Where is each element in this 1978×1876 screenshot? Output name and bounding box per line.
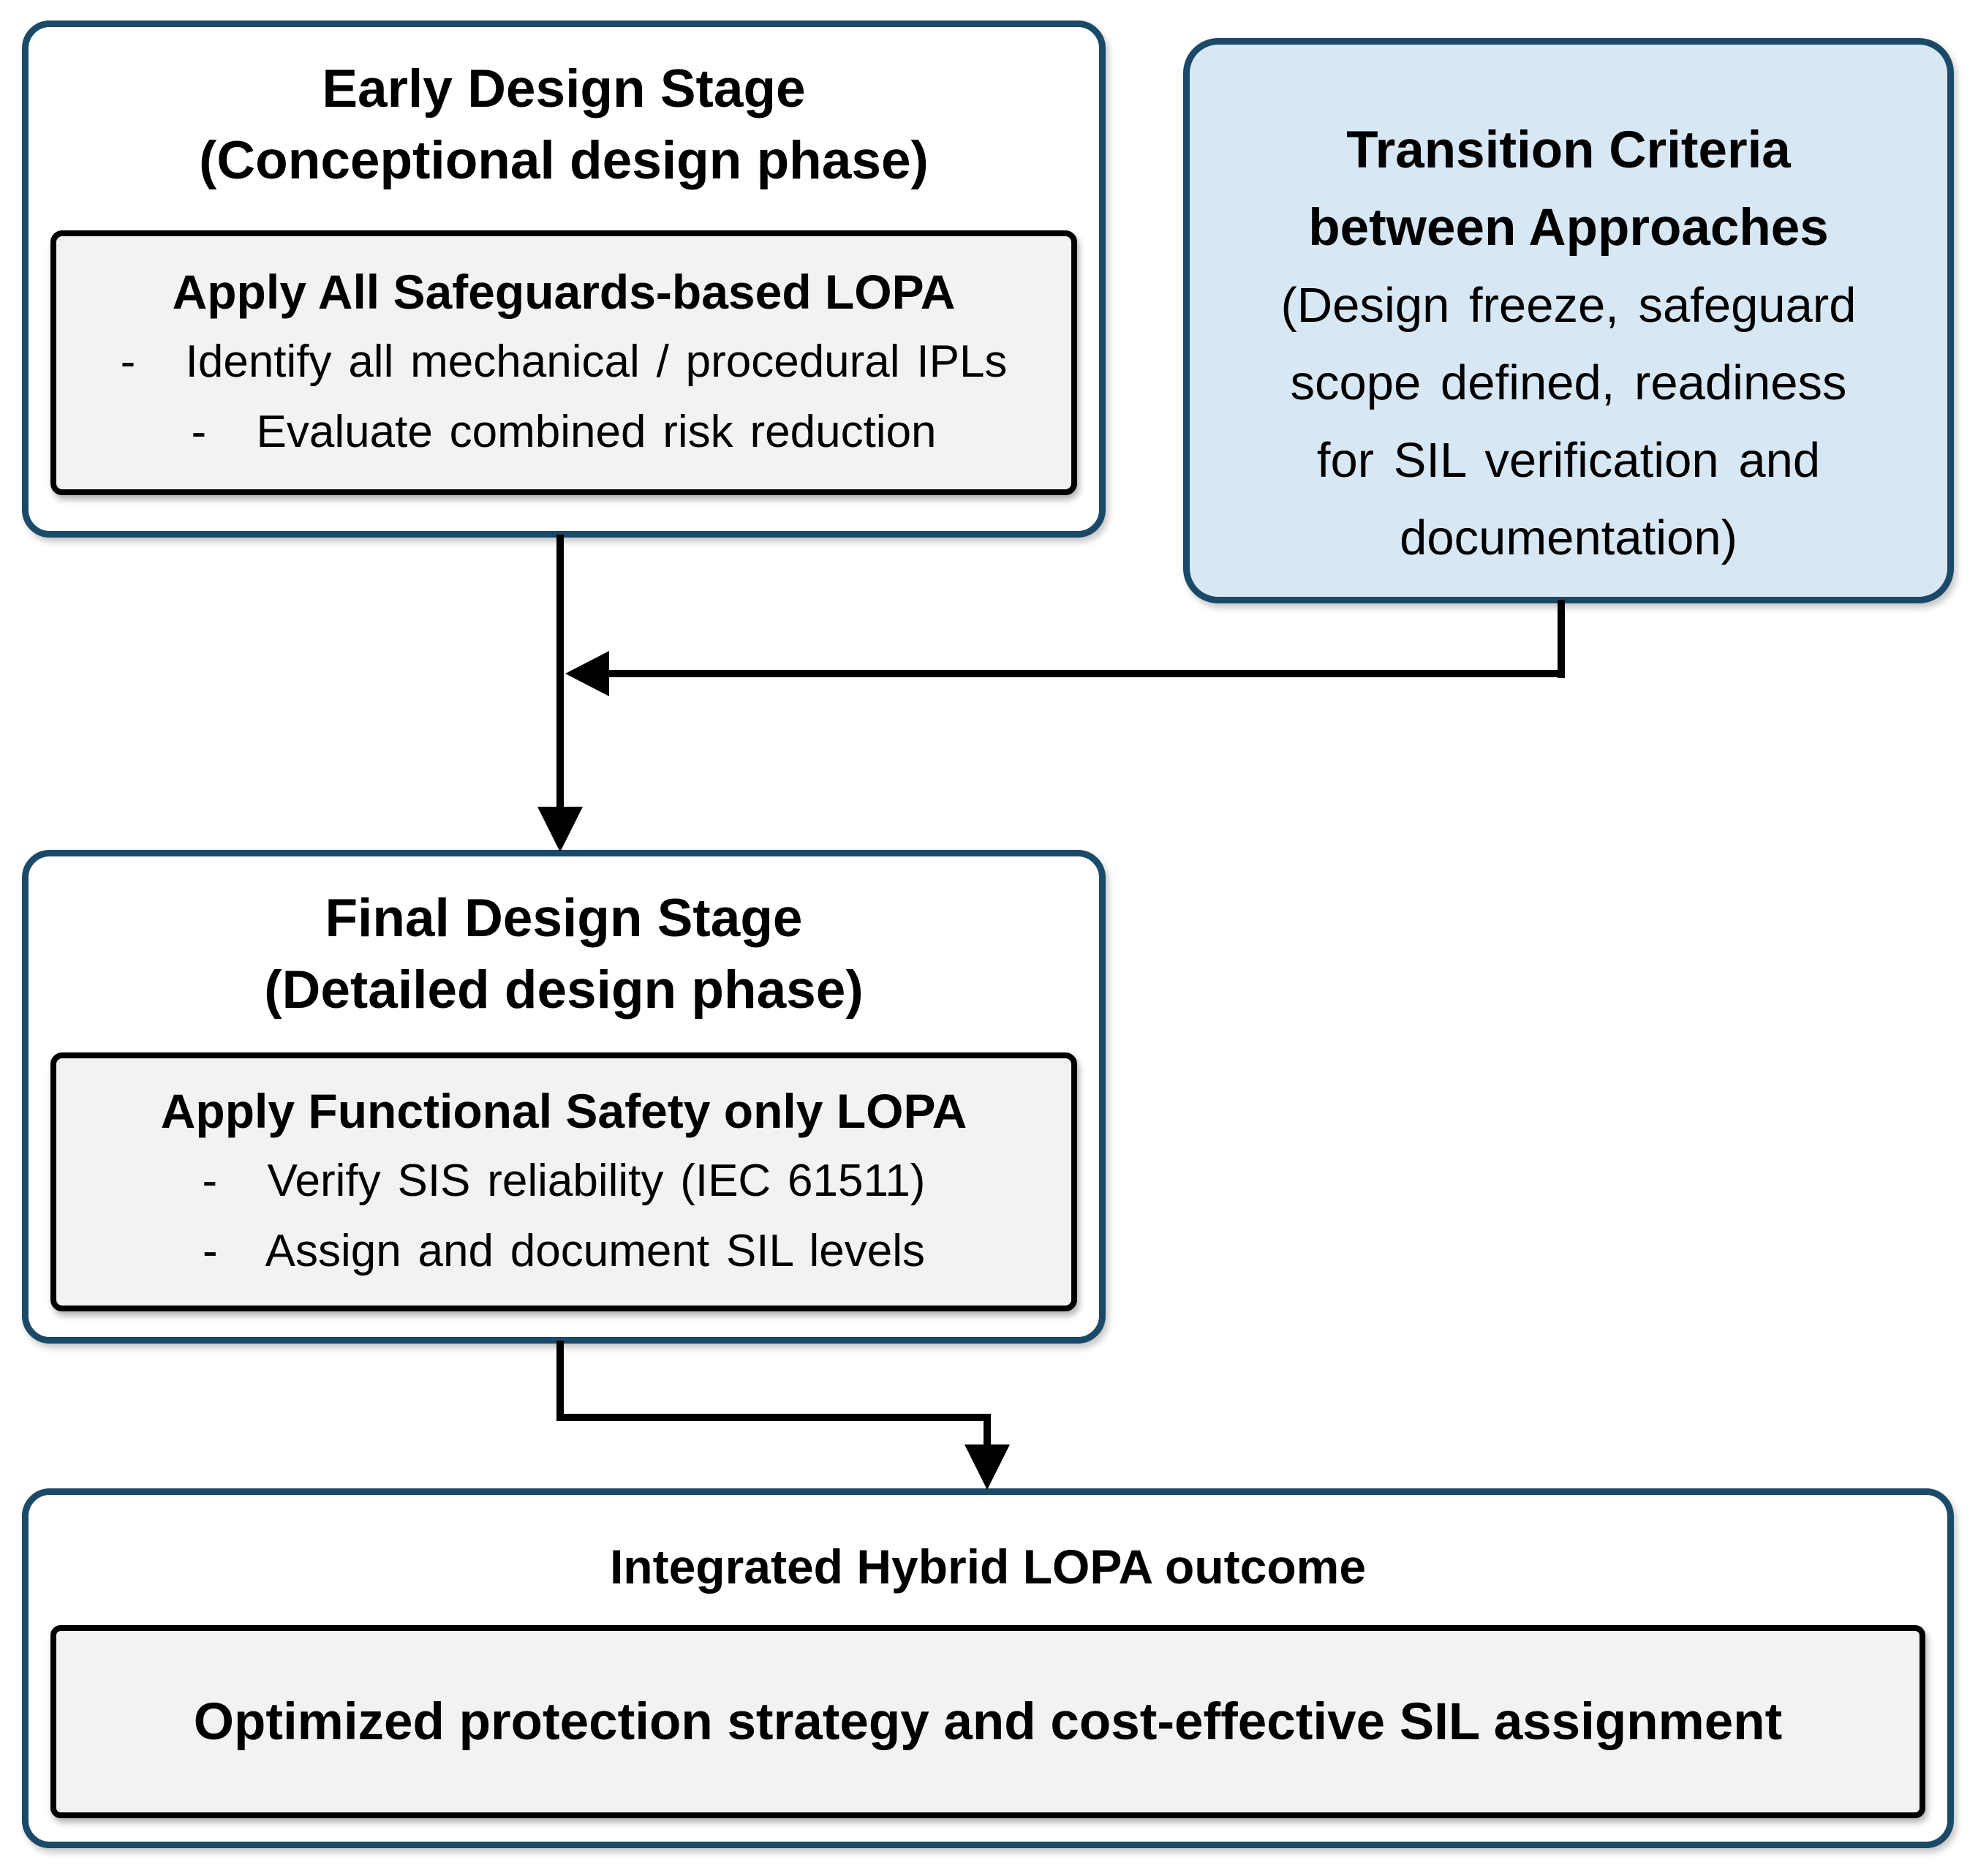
arrow-final-to-outcome-segment-1 <box>556 1341 564 1421</box>
early-design-stage-title-line1: Early Design Stage <box>322 59 806 118</box>
final-design-stage-title: Final Design Stage (Detailed design phas… <box>29 856 1099 1026</box>
integrated-outcome-box: Integrated Hybrid LOPA outcome Optimized… <box>22 1488 1954 1848</box>
arrow-transition-drop-line <box>1558 600 1565 678</box>
functional-safety-lopa-heading: Apply Functional Safety only LOPA <box>160 1084 967 1138</box>
transition-criteria-body-line4: documentation) <box>1400 511 1737 565</box>
arrow-final-to-outcome-segment-3 <box>984 1414 991 1463</box>
optimized-strategy-text: Optimized protection strategy and cost-e… <box>193 1692 1783 1751</box>
all-safeguards-lopa-heading: Apply All Safeguards-based LOPA <box>172 265 956 319</box>
early-design-stage-box: Early Design Stage (Conceptional design … <box>22 20 1106 538</box>
early-design-stage-title: Early Design Stage (Conceptional design … <box>29 27 1099 197</box>
all-safeguards-lopa-box: Apply All Safeguards-based LOPA - Identi… <box>50 230 1077 495</box>
functional-safety-lopa-item-2: - Assign and document SIL levels <box>203 1226 925 1276</box>
functional-safety-lopa-box: Apply Functional Safety only LOPA - Veri… <box>50 1052 1077 1311</box>
arrow-early-to-final-vertical-line <box>556 535 564 808</box>
arrowhead-down-into-final-icon <box>537 807 583 852</box>
integrated-outcome-title: Integrated Hybrid LOPA outcome <box>609 1540 1367 1594</box>
all-safeguards-lopa-item-2: - Evaluate combined risk reduction <box>191 407 937 457</box>
transition-criteria-box: Transition Criteria between Approaches (… <box>1183 38 1954 603</box>
final-design-stage-box: Final Design Stage (Detailed design phas… <box>22 850 1106 1344</box>
final-design-stage-title-line2: (Detailed design phase) <box>264 960 864 1020</box>
early-design-stage-title-line2: (Conceptional design phase) <box>199 131 929 190</box>
functional-safety-lopa-item-1: - Verify SIS reliability (IEC 61511) <box>202 1156 926 1206</box>
optimized-strategy-box: Optimized protection strategy and cost-e… <box>50 1625 1925 1818</box>
arrowhead-left-merge-icon <box>565 651 609 696</box>
arrowhead-down-into-outcome-icon <box>965 1444 1010 1490</box>
all-safeguards-lopa-item-1: - Identify all mechanical / procedural I… <box>120 336 1008 387</box>
arrow-transition-merge-horizontal-line <box>607 670 1565 677</box>
transition-criteria-body-line3: for SIL verification and <box>1316 433 1821 488</box>
transition-criteria-title-line1: Transition Criteria <box>1346 121 1791 179</box>
arrow-final-to-outcome-segment-2 <box>556 1414 991 1421</box>
transition-criteria-title-line2: between Approaches <box>1308 199 1829 257</box>
final-design-stage-title-line1: Final Design Stage <box>325 889 803 948</box>
transition-criteria-body-line1: (Design freeze, safeguard <box>1280 278 1857 333</box>
transition-criteria-text: Transition Criteria between Approaches (… <box>1190 45 1947 577</box>
transition-criteria-body-line2: scope defined, readiness <box>1290 355 1847 410</box>
